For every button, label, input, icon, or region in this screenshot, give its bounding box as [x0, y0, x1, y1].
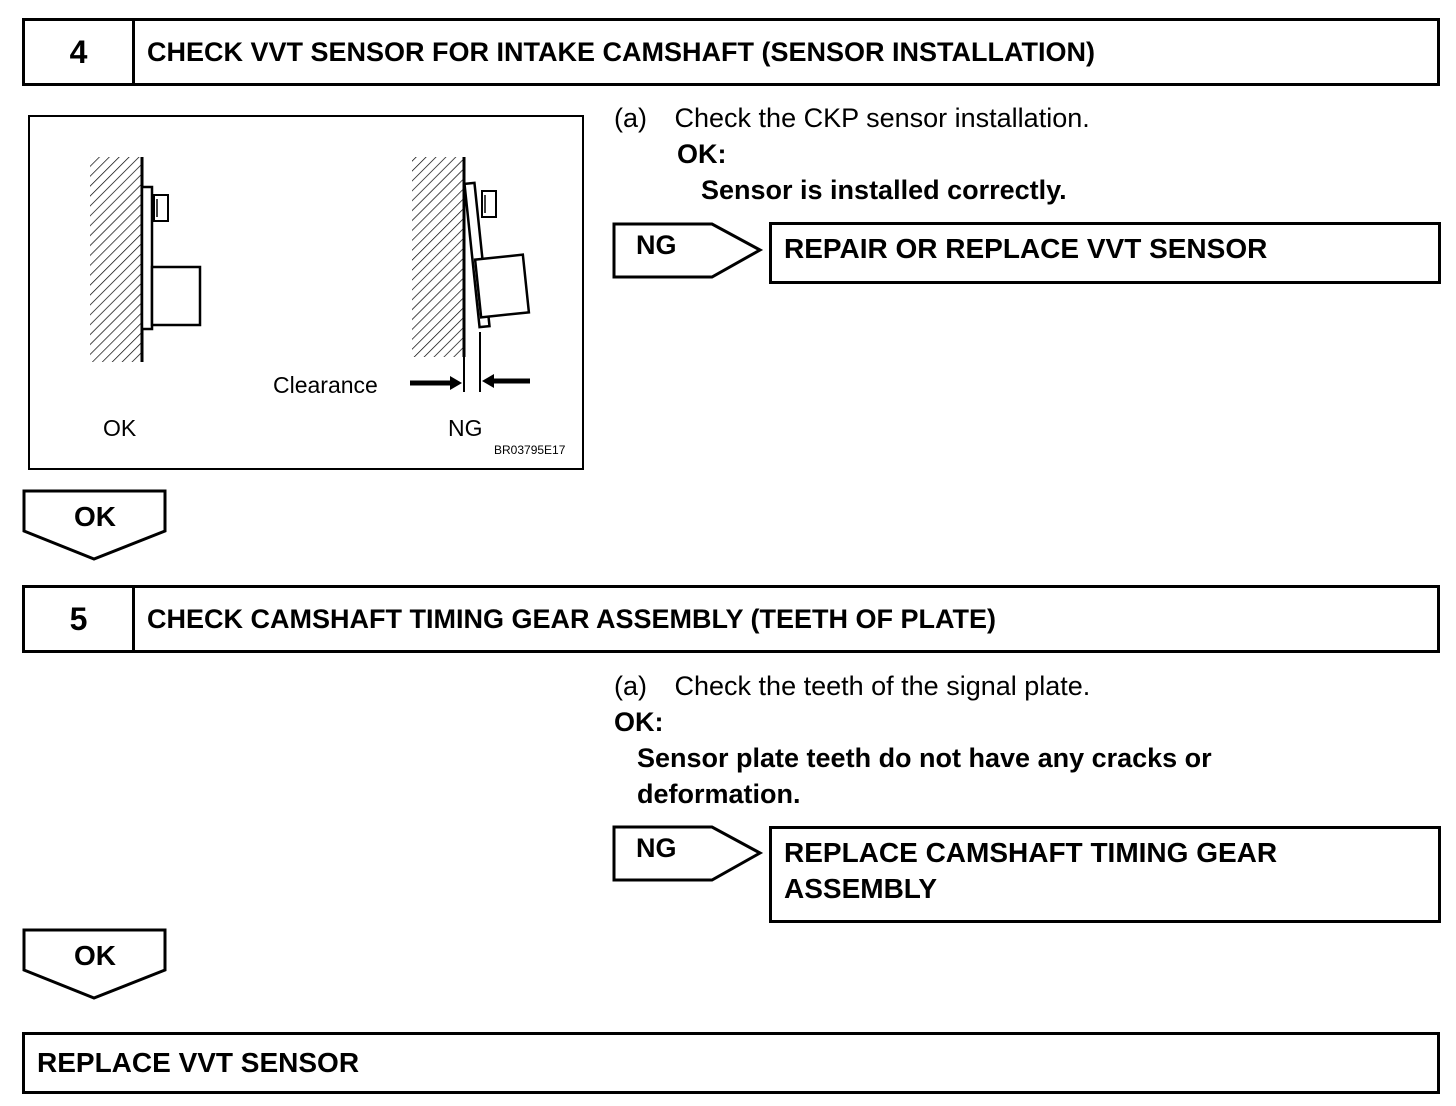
step-5-ok-arrow: OK — [22, 928, 168, 1000]
ng-arrow-shape — [612, 222, 764, 279]
ok-arrow-shape — [22, 928, 167, 1000]
sensor-installation-illustration — [90, 157, 531, 392]
ok-criteria: Sensor is installed correctly. — [701, 175, 1067, 205]
figure-code: BR03795E17 — [494, 443, 566, 457]
instruction-marker: (a) — [614, 671, 647, 701]
clearance-label: Clearance — [273, 372, 378, 398]
ng-action-line-2: ASSEMBLY — [784, 873, 938, 904]
instruction-marker: (a) — [614, 103, 647, 133]
ok-arrow-shape — [22, 489, 167, 561]
step-number: 5 — [25, 588, 135, 650]
ok-criteria-line-1: Sensor plate teeth do not have any crack… — [637, 743, 1212, 773]
step-5-ng-action: REPLACE CAMSHAFT TIMING GEAR ASSEMBLY — [769, 826, 1441, 923]
step-4-ok-arrow: OK — [22, 489, 168, 561]
ok-figure-label: OK — [103, 415, 137, 441]
instruction-text: Check the CKP sensor installation. — [674, 103, 1090, 133]
instruction-text: Check the teeth of the signal plate. — [674, 671, 1091, 701]
sensor-installation-figure: Clearance OK NG BR03795E17 — [28, 115, 584, 470]
step-4-ng-arrow: NG — [612, 222, 764, 280]
final-action: REPLACE VVT SENSOR — [22, 1032, 1440, 1094]
ok-heading: OK: — [614, 707, 664, 737]
step-4-instruction: (a) Check the CKP sensor installation. O… — [614, 100, 1434, 208]
ok-criteria-line-2: deformation. — [637, 779, 801, 809]
step-5-ng-arrow: NG — [612, 825, 764, 883]
ng-figure-label: NG — [448, 415, 483, 441]
step-5-header: 5 CHECK CAMSHAFT TIMING GEAR ASSEMBLY (T… — [22, 585, 1440, 653]
ng-label: NG — [636, 230, 677, 260]
step-title: CHECK VVT SENSOR FOR INTAKE CAMSHAFT (SE… — [147, 36, 1095, 67]
step-5-instruction: (a) Check the teeth of the signal plate.… — [614, 668, 1434, 812]
step-4-header: 4 CHECK VVT SENSOR FOR INTAKE CAMSHAFT (… — [22, 18, 1440, 86]
ok-label: OK — [74, 501, 116, 532]
step-title: CHECK CAMSHAFT TIMING GEAR ASSEMBLY (TEE… — [147, 603, 997, 634]
ok-heading: OK: — [677, 139, 727, 169]
ng-label: NG — [636, 833, 677, 863]
ok-sensor-drawing — [90, 157, 202, 362]
ng-action-line-1: REPLACE CAMSHAFT TIMING GEAR — [784, 837, 1278, 868]
ng-arrow-shape — [612, 825, 764, 882]
step-4-ng-action: REPAIR OR REPLACE VVT SENSOR — [769, 222, 1441, 284]
ok-label: OK — [74, 940, 116, 971]
step-number: 4 — [25, 21, 135, 83]
ng-sensor-drawing — [410, 157, 531, 392]
